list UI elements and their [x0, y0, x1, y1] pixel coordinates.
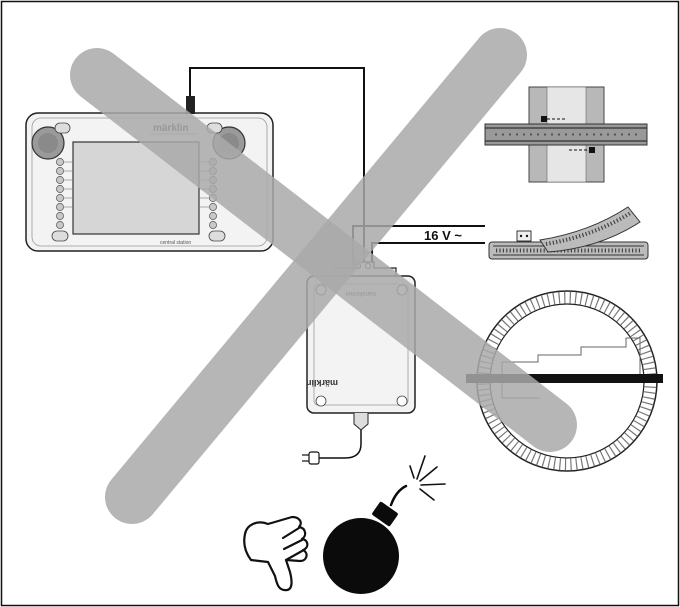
- left-button-column: [56, 158, 64, 229]
- voltage-label: 16 V ~: [424, 228, 462, 243]
- bomb-icon: [323, 484, 408, 594]
- mains-plug: [308, 451, 320, 465]
- track-feed-wire-2: [371, 242, 485, 265]
- controller-cable: [189, 67, 365, 267]
- turnout-motor: [516, 230, 532, 242]
- transformer-brand-label: märklin: [306, 378, 338, 388]
- straight-track-piece: [484, 86, 648, 183]
- controller-caption: central station: [160, 240, 191, 246]
- turntable-bridge: [466, 374, 663, 383]
- mains-cord: [302, 430, 362, 465]
- prohibition-cross: [70, 28, 577, 524]
- turnout-track-piece: [488, 206, 649, 260]
- bomb-fuse: [389, 484, 408, 507]
- controller-connector: [186, 96, 195, 114]
- spark-icon: [409, 455, 446, 501]
- thumbs-down-icon: [243, 515, 309, 592]
